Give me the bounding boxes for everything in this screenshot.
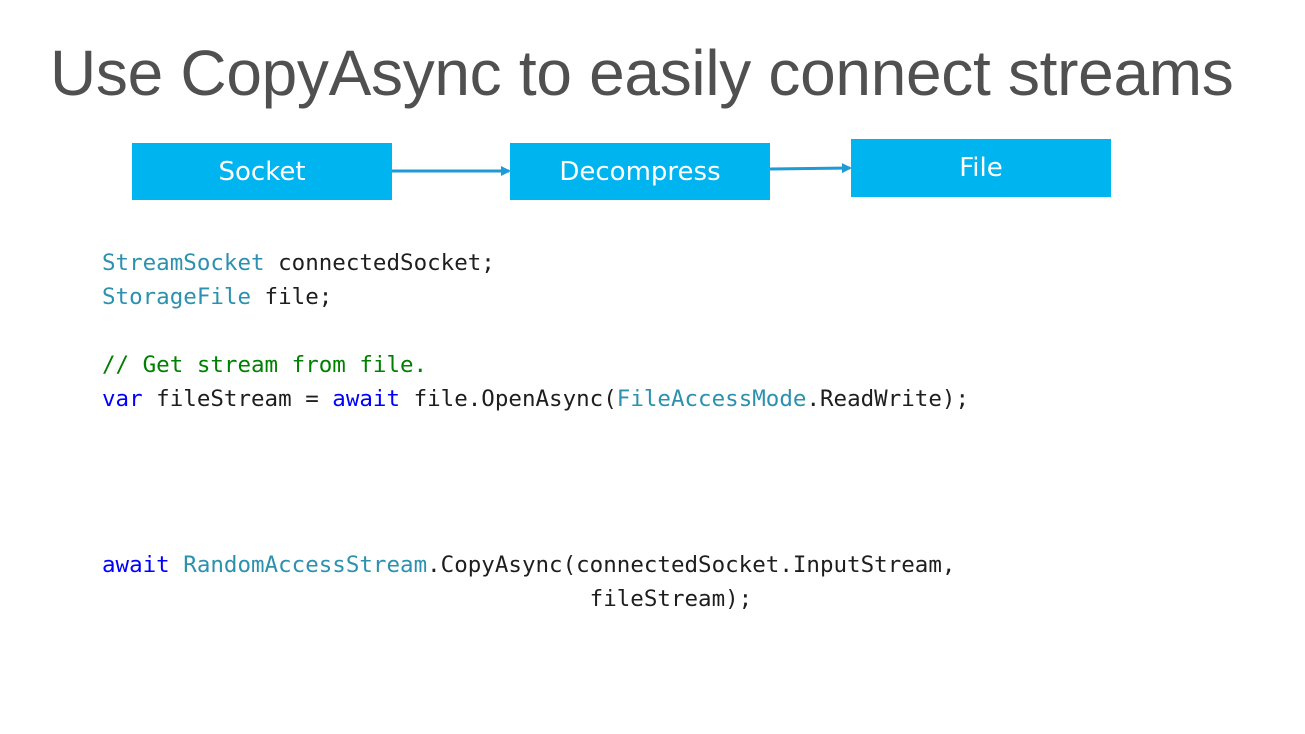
code-line-4: var fileStream = await file.OpenAsync(Fi… — [102, 386, 969, 412]
code-text: .CopyAsync(connectedSocket.InputStream, — [427, 552, 956, 578]
code-block-copyasync: await RandomAccessStream.CopyAsync(conne… — [102, 548, 955, 616]
socket-box-label: Socket — [218, 156, 306, 187]
code-text — [170, 552, 184, 578]
decompress-box-label: Decompress — [559, 156, 721, 187]
file-box-label: File — [959, 153, 1003, 183]
code-line-5: await RandomAccessStream.CopyAsync(conne… — [102, 552, 955, 578]
code-block-declarations: StreamSocket connectedSocket; StorageFil… — [102, 246, 969, 416]
keyword-token: var — [102, 386, 143, 412]
slide-title: Use CopyAsync to easily connect streams — [50, 37, 1234, 109]
code-line-6: fileStream); — [102, 586, 753, 612]
keyword-token: await — [102, 552, 170, 578]
code-line-1: StreamSocket connectedSocket; — [102, 250, 495, 276]
type-token: StreamSocket — [102, 250, 265, 276]
keyword-token: await — [332, 386, 401, 412]
comment-token: // Get stream from file. — [102, 352, 428, 378]
code-line-2: StorageFile file; — [102, 284, 332, 310]
code-text: file; — [251, 284, 333, 310]
file-box: File — [851, 139, 1111, 197]
code-text: connectedSocket; — [264, 250, 495, 276]
code-text: file.OpenAsync( — [400, 386, 617, 412]
code-text: fileStream = — [142, 386, 333, 412]
type-token: FileAccessMode — [616, 386, 807, 412]
type-token: RandomAccessStream — [183, 552, 428, 578]
arrow-decompress-to-file — [769, 163, 852, 174]
socket-box: Socket — [132, 143, 392, 200]
decompress-box: Decompress — [510, 143, 770, 200]
code-text: fileStream); — [102, 586, 753, 612]
code-line-comment: // Get stream from file. — [102, 352, 427, 378]
type-token: StorageFile — [102, 284, 252, 310]
code-text: .ReadWrite); — [806, 386, 969, 412]
